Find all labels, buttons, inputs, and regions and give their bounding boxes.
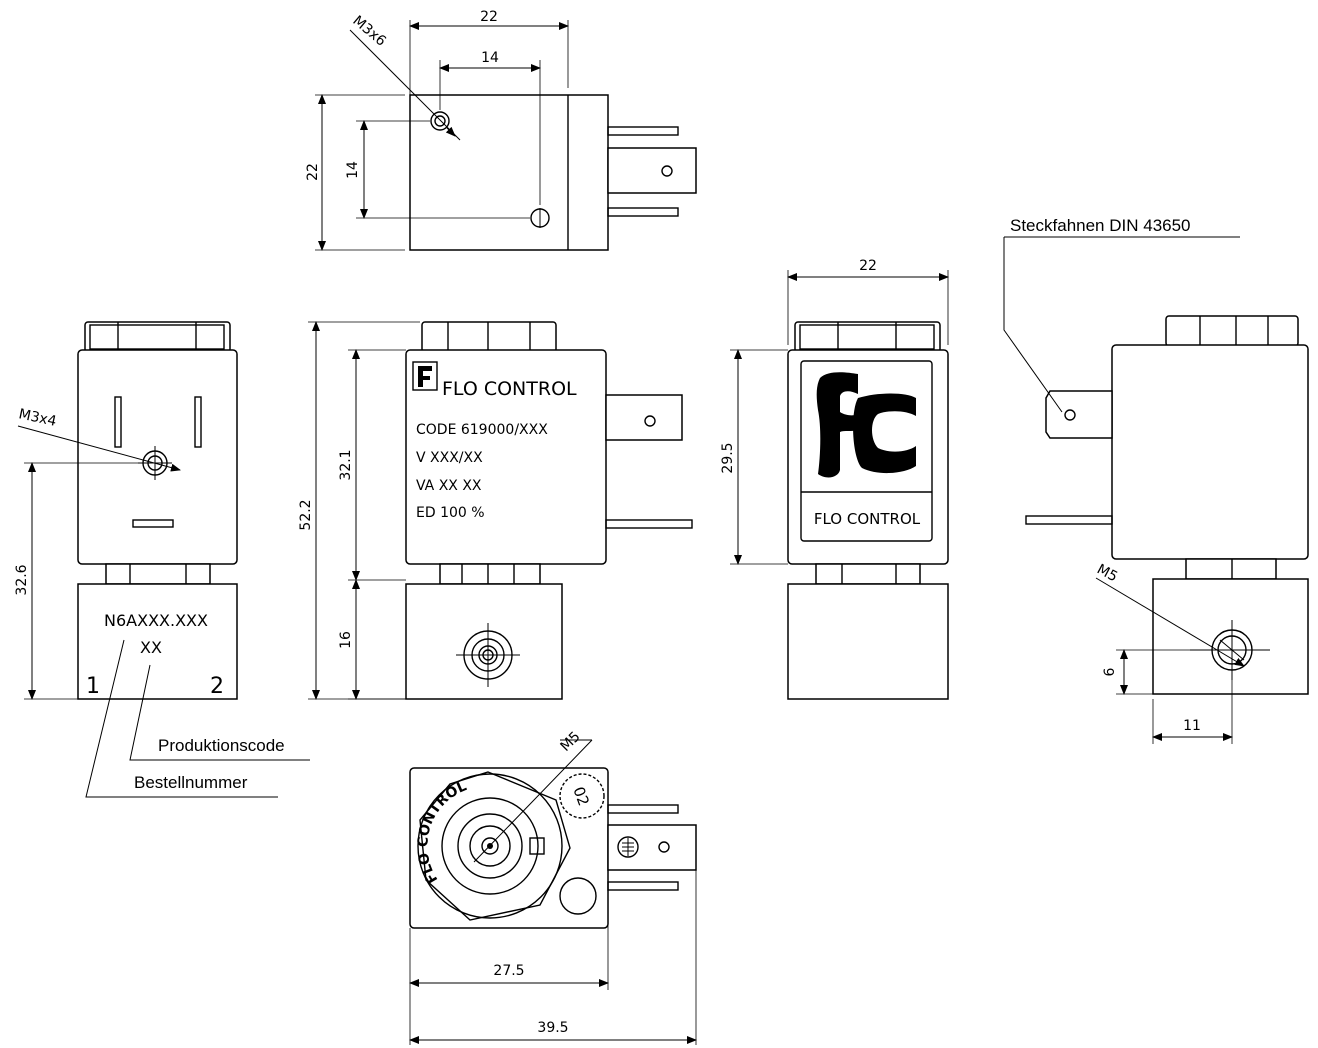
connector-note: Steckfahnen DIN 43650 (1010, 216, 1191, 235)
small-fc-logo-icon (529, 837, 545, 855)
order-code-text: N6AXXX.XXX (104, 611, 208, 630)
va-line: VA XX XX (416, 478, 482, 494)
dial-icon (559, 773, 605, 819)
left-view-base (77, 583, 238, 700)
top-view-body (409, 94, 609, 251)
bottom-thread-label: M5 (558, 729, 584, 755)
production-code-label: Produktionscode (158, 736, 285, 755)
mounting-hole-icon (430, 111, 450, 131)
dim-side-width: 22 (859, 258, 877, 274)
right-view: M5 6 11 Steckfahnen DIN 43650 (1003, 216, 1309, 744)
dim-front-body-height: 16 (338, 631, 354, 649)
fc-logo-icon (412, 361, 438, 391)
dim-right-port-offset: 11 (1183, 718, 1201, 734)
dim-top-height: 22 (305, 163, 321, 181)
side-view-base (787, 583, 949, 700)
dim-left-height: 32.6 (14, 564, 30, 595)
dim-top-width: 22 (480, 9, 498, 25)
side-view: FLO CONTROL 22 29.5 (720, 258, 949, 700)
code-line: CODE 619000/XXX (416, 422, 548, 438)
dim-front-coil-height: 32.1 (338, 449, 354, 480)
dial-text: 02 (569, 784, 592, 808)
dim-bottom-width: 27.5 (493, 963, 524, 979)
bottom-view: FLO CONTROL M5 02 27.5 39.5 (409, 729, 697, 1045)
side-brand-text: FLO CONTROL (814, 510, 921, 528)
dim-bottom-total-width: 39.5 (537, 1020, 568, 1036)
dim-front-total-height: 52.2 (298, 499, 314, 530)
right-thread-label: M5 (1094, 561, 1120, 585)
dim-top-hole-spacing-y: 14 (345, 161, 361, 179)
front-logo-text: FLO CONTROL (442, 378, 577, 400)
top-view: 22 14 22 14 M3x6 (305, 9, 697, 251)
port-1-label: 1 (86, 674, 100, 699)
ground-symbol-icon (617, 836, 639, 858)
left-thread-label: M3x4 (17, 406, 58, 430)
ed-line: ED 100 % (416, 505, 485, 521)
voltage-line: V XXX/XX (416, 450, 483, 466)
left-view: N6AXXX.XXX XX 1 2 32.6 M3x4 Produktionsc… (14, 321, 310, 798)
port-2-label: 2 (210, 674, 224, 699)
production-code-text: XX (140, 638, 162, 657)
dim-top-hole-spacing-x: 14 (481, 50, 499, 66)
dim-right-port-height: 6 (1102, 667, 1118, 676)
dim-side-coil-height: 29.5 (720, 442, 736, 473)
top-thread-label: M3x6 (349, 13, 389, 50)
fc-brand-logo-icon (816, 372, 916, 478)
front-view: FLO CONTROL CODE 619000/XXX V XXX/XX VA … (298, 321, 693, 700)
bottom-port-icon (481, 837, 499, 855)
front-view-base (405, 583, 563, 700)
right-view-coil (1111, 344, 1309, 560)
order-number-label: Bestellnummer (134, 773, 248, 792)
